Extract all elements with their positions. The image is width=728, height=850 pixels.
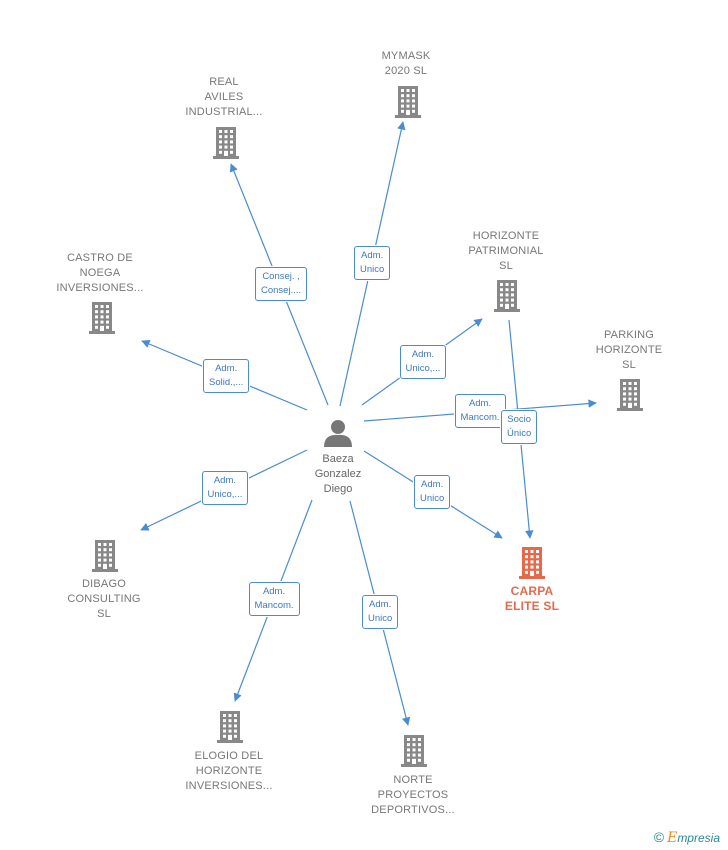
company-label-line: DIBAGO	[82, 578, 126, 590]
person-name-line: Diego	[323, 483, 353, 495]
building-icon-carpa[interactable]	[519, 547, 545, 579]
person-icon[interactable]	[324, 420, 352, 447]
edge-label-line: Mancom.	[254, 600, 294, 611]
company-label-line: INVERSIONES...	[185, 780, 273, 792]
company-label-line: ELOGIO DEL	[194, 750, 264, 762]
company-label-line: PROYECTOS	[377, 789, 449, 801]
company-label-mymask[interactable]: MYMASK 2020 SL	[341, 49, 471, 79]
company-label-line: SL	[499, 260, 513, 272]
company-label-castro[interactable]: CASTRO DE NOEGA INVERSIONES...	[35, 251, 165, 296]
company-label-line: PATRIMONIAL	[468, 245, 544, 257]
company-label-line: CONSULTING	[67, 593, 141, 605]
company-label-line: HORIZONTE	[195, 765, 263, 777]
company-label-line: NOEGA	[79, 267, 121, 279]
company-label-line: PARKING	[603, 329, 655, 341]
edge-label-line: Adm.	[468, 398, 492, 409]
building-icon-elogio[interactable]	[217, 711, 243, 743]
edge-label-norte[interactable]: Adm. Unico	[362, 595, 399, 629]
company-label-horizonte-patrimonial[interactable]: HORIZONTE PATRIMONIAL SL	[441, 229, 571, 274]
edge-label-mymask[interactable]: Adm. Unico	[354, 246, 391, 280]
edge-label-line: Adm.	[411, 349, 435, 360]
copyright-icon: ©	[653, 829, 665, 845]
edge-label-line: Unico	[360, 264, 385, 275]
building-icon-castro[interactable]	[89, 302, 115, 334]
edge-label-line: Unico,...	[405, 363, 441, 374]
company-label-line: 2020 SL	[384, 65, 428, 77]
company-label-dibago[interactable]: DIBAGO CONSULTING SL	[39, 577, 169, 622]
company-label-line: ELITE SL	[504, 599, 560, 613]
edge-label-carpa[interactable]: Adm. Unico	[414, 475, 451, 509]
edge-label-line: Adm.	[361, 250, 384, 261]
edge-label-elogio[interactable]: Adm. Mancom.	[248, 582, 300, 616]
company-label-line: MYMASK	[381, 50, 431, 62]
company-label-line: SL	[97, 608, 111, 620]
company-label-line: HORIZONTE	[595, 344, 663, 356]
building-icon-parking[interactable]	[617, 379, 643, 411]
company-label-line: SL	[622, 359, 636, 371]
edge-label-castro[interactable]: Adm. Solid.,...	[203, 359, 250, 393]
company-label-line: AVILES	[204, 91, 244, 103]
edge-label-line: Mancom.	[460, 412, 500, 423]
edge-label-real-aviles[interactable]: Consej. , Consej....	[255, 267, 308, 301]
company-label-parking[interactable]: PARKING HORIZONTE SL	[564, 328, 694, 373]
company-label-line: DEPORTIVOS...	[371, 804, 455, 816]
building-icon-real-aviles[interactable]	[213, 127, 239, 159]
company-label-line: INDUSTRIAL...	[185, 106, 263, 118]
edge-label-line: Socio	[507, 414, 532, 425]
person-name-line: Gonzalez	[314, 468, 362, 480]
company-label-norte[interactable]: NORTE PROYECTOS DEPORTIVOS...	[348, 773, 478, 818]
edge-label-line: Consej. ,	[262, 271, 300, 282]
brand-name: mpresia	[677, 831, 720, 845]
edge-label-line: Adm.	[262, 586, 286, 597]
edge-label-parking[interactable]: Adm. Mancom.	[454, 394, 506, 428]
building-icon-mymask[interactable]	[395, 86, 421, 118]
edge-label-line: Unico	[368, 613, 393, 624]
company-label-line: HORIZONTE	[472, 230, 540, 242]
company-label-line: REAL	[209, 76, 239, 88]
building-icon-norte[interactable]	[401, 735, 427, 767]
company-label-line: CARPA	[510, 584, 554, 598]
edge-label-line: Adm.	[213, 475, 237, 486]
company-label-real-aviles[interactable]: REAL AVILES INDUSTRIAL...	[159, 75, 289, 120]
footer-brand: ©Empresia	[654, 829, 720, 846]
building-icon-dibago[interactable]	[92, 540, 118, 572]
brand-initial: E	[667, 830, 678, 846]
company-label-line: NORTE	[393, 774, 433, 786]
edge-label-line: Unico	[420, 493, 445, 504]
person-name-line: Baeza	[322, 453, 354, 465]
company-label-line: CASTRO DE	[67, 252, 133, 264]
company-label-line: INVERSIONES...	[56, 282, 144, 294]
edge-label-line: Solid.,...	[209, 377, 244, 388]
edge-label-line: Unico,...	[207, 489, 243, 500]
edge-label-horizonte-patrimonial[interactable]: Adm. Unico,...	[399, 345, 447, 379]
building-icon-horizonte-patrimonial[interactable]	[494, 280, 520, 312]
edge-label-line: Adm.	[421, 479, 444, 490]
company-label-elogio[interactable]: ELOGIO DEL HORIZONTE INVERSIONES...	[164, 749, 294, 794]
edge-label-line: Único	[507, 428, 532, 439]
edge-label-line: Consej....	[261, 285, 302, 296]
edge-label-dibago[interactable]: Adm. Unico,...	[201, 471, 249, 505]
edge-label-line: Adm.	[215, 363, 238, 374]
edge-label-line: Adm.	[369, 599, 392, 610]
